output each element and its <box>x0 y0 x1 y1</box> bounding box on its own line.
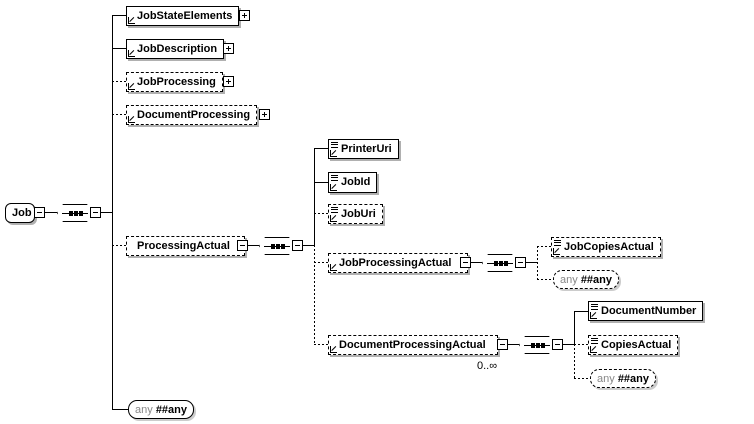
element-job-copies-actual[interactable]: JobCopiesActual <box>551 237 661 257</box>
document-processing-actual-sequence-collapse-toggle[interactable] <box>552 339 563 350</box>
wildcard-namespace: ##any <box>580 274 613 286</box>
element-label: JobProcessingActual <box>339 257 452 269</box>
element-label: PrinterUri <box>341 143 392 155</box>
wildcard-prefix: any <box>135 404 153 416</box>
element-job-id[interactable]: JobId <box>328 172 378 193</box>
element-label: DocumentProcessingActual <box>339 339 486 351</box>
element-label: JobDescription <box>137 43 218 55</box>
element-job-uri[interactable]: JobUri <box>328 204 383 224</box>
element-copies-actual[interactable]: CopiesActual <box>588 335 679 355</box>
element-printer-uri[interactable]: PrinterUri <box>328 139 399 159</box>
wildcard-namespace: ##any <box>155 404 188 416</box>
job-state-elements-expand-toggle[interactable] <box>239 10 250 21</box>
job-sequence-icon <box>57 204 93 222</box>
document-processing-actual-collapse-toggle[interactable] <box>497 339 508 350</box>
element-label: CopiesActual <box>601 339 672 351</box>
wildcard-namespace: ##any <box>617 373 650 385</box>
job-sequence-collapse-toggle[interactable] <box>90 207 101 218</box>
document-processing-actual-sequence-icon <box>519 336 555 354</box>
document-processing-expand-toggle[interactable] <box>259 109 270 120</box>
wildcard-any-document-processing-actual[interactable]: any ##any <box>590 369 657 388</box>
element-document-number[interactable]: DocumentNumber <box>588 301 704 321</box>
processing-actual-collapse-toggle[interactable] <box>237 240 248 251</box>
job-processing-actual-collapse-toggle[interactable] <box>460 257 471 268</box>
wildcard-prefix: any <box>597 373 615 385</box>
wildcard-prefix: any <box>560 274 578 286</box>
wildcard-any-job-processing-actual[interactable]: any ##any <box>553 270 620 289</box>
text-content-icon <box>554 240 561 246</box>
element-job-processing-actual[interactable]: JobProcessingActual <box>328 253 468 273</box>
reference-arrow-icon <box>128 83 135 90</box>
element-label: ProcessingActual <box>137 240 230 252</box>
text-content-icon <box>331 207 338 213</box>
reference-arrow-icon <box>330 215 337 222</box>
text-content-icon <box>591 338 598 344</box>
job-processing-actual-sequence-collapse-toggle[interactable] <box>515 257 526 268</box>
reference-arrow-icon <box>128 50 135 57</box>
reference-arrow-icon <box>128 17 135 24</box>
text-content-icon <box>591 304 598 310</box>
reference-arrow-icon <box>330 150 337 157</box>
element-label: JobUri <box>341 208 376 220</box>
reference-arrow-icon <box>330 346 337 353</box>
reference-arrow-icon <box>590 346 597 353</box>
job-processing-expand-toggle[interactable] <box>223 76 234 87</box>
job-processing-actual-sequence-icon <box>482 254 518 272</box>
element-label: DocumentNumber <box>601 305 697 317</box>
reference-arrow-icon <box>553 248 560 255</box>
element-job-processing[interactable]: JobProcessing <box>126 72 223 92</box>
reference-arrow-icon <box>128 116 135 123</box>
element-document-processing-actual[interactable]: DocumentProcessingActual <box>328 335 498 355</box>
root-element-label: Job <box>12 207 32 219</box>
reference-arrow-icon <box>590 312 597 319</box>
occurrence-label: 0..∞ <box>477 360 498 372</box>
element-label: JobStateElements <box>137 10 233 22</box>
root-element-job[interactable]: Job <box>5 203 35 223</box>
processing-actual-sequence-collapse-toggle[interactable] <box>292 240 303 251</box>
processing-actual-sequence-icon <box>259 237 295 255</box>
text-content-icon <box>331 175 338 181</box>
element-label: JobProcessing <box>137 76 216 88</box>
element-document-processing[interactable]: DocumentProcessing <box>126 105 258 125</box>
wildcard-any-job[interactable]: any ##any <box>128 400 195 419</box>
job-description-expand-toggle[interactable] <box>223 43 234 54</box>
reference-arrow-icon <box>330 264 337 271</box>
element-job-state-elements[interactable]: JobStateElements <box>126 6 240 26</box>
element-label: JobId <box>341 176 371 188</box>
job-collapse-toggle[interactable] <box>34 207 45 218</box>
element-processing-actual[interactable]: ProcessingActual <box>126 236 245 256</box>
element-job-description[interactable]: JobDescription <box>126 39 225 59</box>
text-content-icon <box>331 142 338 148</box>
element-label: JobCopiesActual <box>564 241 654 253</box>
element-label: DocumentProcessing <box>137 109 251 121</box>
reference-arrow-icon <box>330 184 337 191</box>
